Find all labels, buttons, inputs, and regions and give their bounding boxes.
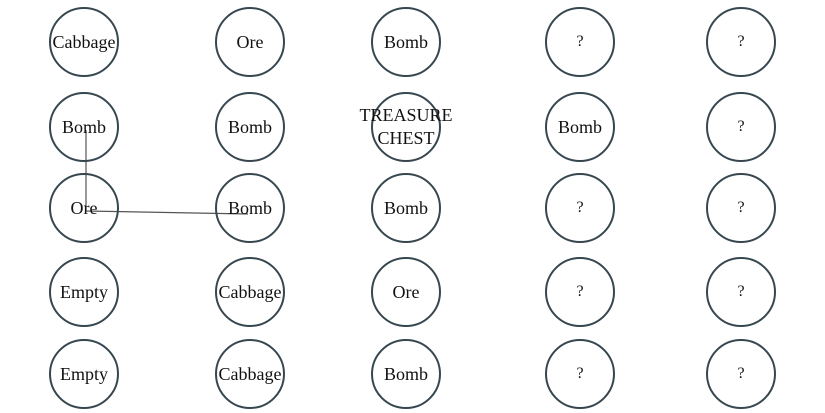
tile-label: Ore xyxy=(70,198,98,218)
tile-label: Ore xyxy=(392,282,420,302)
tile-label: ? xyxy=(737,33,745,50)
tile-label: ? xyxy=(737,118,745,135)
tile-label: Cabbage xyxy=(52,32,116,52)
tile-label: ? xyxy=(576,283,584,300)
tile-label: ? xyxy=(576,33,584,50)
tile-empty[interactable]: Empty xyxy=(49,339,119,409)
hidden-tile[interactable]: ? xyxy=(545,257,615,327)
hidden-tile[interactable]: ? xyxy=(706,257,776,327)
tile-treasure-chest[interactable]: TREASURE CHEST xyxy=(360,92,453,162)
tile-bomb[interactable]: Bomb xyxy=(371,339,441,409)
tile-bomb[interactable]: Bomb xyxy=(545,92,615,162)
hidden-tile[interactable]: ? xyxy=(706,7,776,77)
hidden-tile[interactable]: ? xyxy=(545,7,615,77)
tile-cabbage[interactable]: Cabbage xyxy=(215,339,285,409)
tile-label: ? xyxy=(737,199,745,216)
tile-label: ? xyxy=(737,283,745,300)
tile-label: Bomb xyxy=(227,117,272,137)
tile-bomb[interactable]: Bomb xyxy=(215,92,285,162)
tile-label: ? xyxy=(737,365,745,382)
tile-label: Bomb xyxy=(557,117,602,137)
tile-label: Bomb xyxy=(383,364,428,384)
tile-empty[interactable]: Empty xyxy=(49,257,119,327)
tile-label: Ore xyxy=(236,32,264,52)
hidden-tile[interactable]: ? xyxy=(545,339,615,409)
tile-label: Bomb xyxy=(383,198,428,218)
tile-label: Cabbage xyxy=(218,364,282,384)
tile-bomb[interactable]: Bomb xyxy=(215,173,285,243)
tile-bomb[interactable]: Bomb xyxy=(371,173,441,243)
hidden-tile[interactable]: ? xyxy=(545,173,615,243)
tile-label: Bomb xyxy=(227,198,272,218)
tile-cabbage[interactable]: Cabbage xyxy=(49,7,119,77)
tile-label: Bomb xyxy=(383,32,428,52)
tile-label: Empty xyxy=(60,364,108,384)
tile-cabbage[interactable]: Cabbage xyxy=(215,257,285,327)
tile-label: ? xyxy=(576,199,584,216)
hidden-tile[interactable]: ? xyxy=(706,92,776,162)
hidden-tile[interactable]: ? xyxy=(706,339,776,409)
hidden-tile[interactable]: ? xyxy=(706,173,776,243)
tile-label: TREASURE CHEST xyxy=(359,105,453,148)
tile-ore[interactable]: Ore xyxy=(49,173,119,243)
tile-bomb[interactable]: Bomb xyxy=(49,92,119,162)
tile-label: Empty xyxy=(60,282,108,302)
tile-bomb[interactable]: Bomb xyxy=(371,7,441,77)
tile-ore[interactable]: Ore xyxy=(371,257,441,327)
tile-ore[interactable]: Ore xyxy=(215,7,285,77)
tile-label: ? xyxy=(576,365,584,382)
tile-label: Cabbage xyxy=(218,282,282,302)
tile-label: Bomb xyxy=(61,117,106,137)
